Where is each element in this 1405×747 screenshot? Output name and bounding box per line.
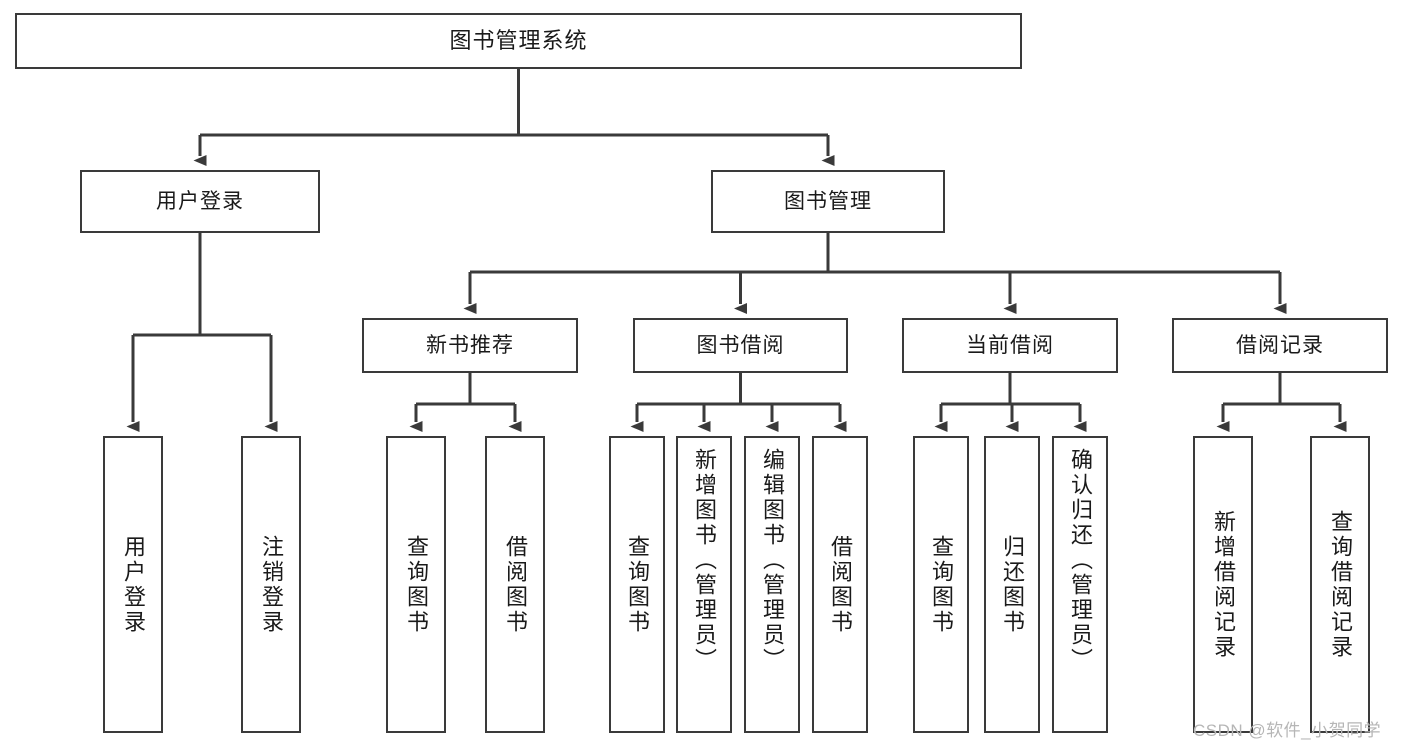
node-new-book-recommend[interactable]: 新书推荐	[362, 318, 578, 373]
node-book-manage[interactable]: 图书管理	[711, 170, 945, 233]
node-label: 归还图书	[1000, 534, 1025, 635]
node-label: 注销登录	[259, 534, 284, 635]
node-leaf-borrow-book-b[interactable]: 借阅图书	[812, 436, 868, 733]
node-leaf-add-book[interactable]: 新增图书（管理员）	[676, 436, 732, 733]
node-label: 查询图书	[929, 534, 954, 635]
node-label: 新书推荐	[426, 333, 514, 357]
node-label: 借阅记录	[1236, 333, 1324, 357]
node-label: 查询图书	[404, 534, 429, 635]
node-leaf-user-login[interactable]: 用户登录	[103, 436, 163, 733]
node-label: 图书借阅	[696, 333, 785, 357]
node-label: 确认归还（管理员）	[1068, 448, 1093, 673]
node-borrow-record[interactable]: 借阅记录	[1172, 318, 1388, 373]
node-leaf-return-book[interactable]: 归还图书	[984, 436, 1040, 733]
node-label: 用户登录	[121, 534, 146, 635]
node-label: 查询借阅记录	[1328, 509, 1353, 660]
node-leaf-query-borrow-record[interactable]: 查询借阅记录	[1310, 436, 1370, 733]
node-leaf-borrow-book-a[interactable]: 借阅图书	[485, 436, 545, 733]
node-label: 当前借阅	[966, 333, 1054, 357]
node-leaf-logout-login[interactable]: 注销登录	[241, 436, 301, 733]
node-leaf-query-book-a[interactable]: 查询图书	[386, 436, 446, 733]
node-label: 查询图书	[625, 534, 650, 635]
node-label: 借阅图书	[828, 534, 853, 635]
node-leaf-query-book-b[interactable]: 查询图书	[609, 436, 665, 733]
node-root[interactable]: 图书管理系统	[15, 13, 1022, 69]
node-label: 新增借阅记录	[1211, 509, 1236, 660]
node-label: 用户登录	[156, 189, 244, 213]
node-label: 编辑图书（管理员）	[760, 448, 785, 673]
node-leaf-add-borrow-record[interactable]: 新增借阅记录	[1193, 436, 1253, 733]
node-leaf-edit-book[interactable]: 编辑图书（管理员）	[744, 436, 800, 733]
node-label: 借阅图书	[503, 534, 528, 635]
node-user-login[interactable]: 用户登录	[80, 170, 320, 233]
node-label: 图书管理系统	[449, 27, 588, 53]
node-current-borrow[interactable]: 当前借阅	[902, 318, 1118, 373]
node-book-borrow[interactable]: 图书借阅	[633, 318, 848, 373]
node-leaf-confirm-return[interactable]: 确认归还（管理员）	[1052, 436, 1108, 733]
csdn-watermark: CSDN @软件_小贺同学	[1193, 721, 1382, 740]
node-label: 新增图书（管理员）	[692, 448, 717, 673]
node-leaf-query-book-c[interactable]: 查询图书	[913, 436, 969, 733]
node-label: 图书管理	[784, 189, 872, 213]
